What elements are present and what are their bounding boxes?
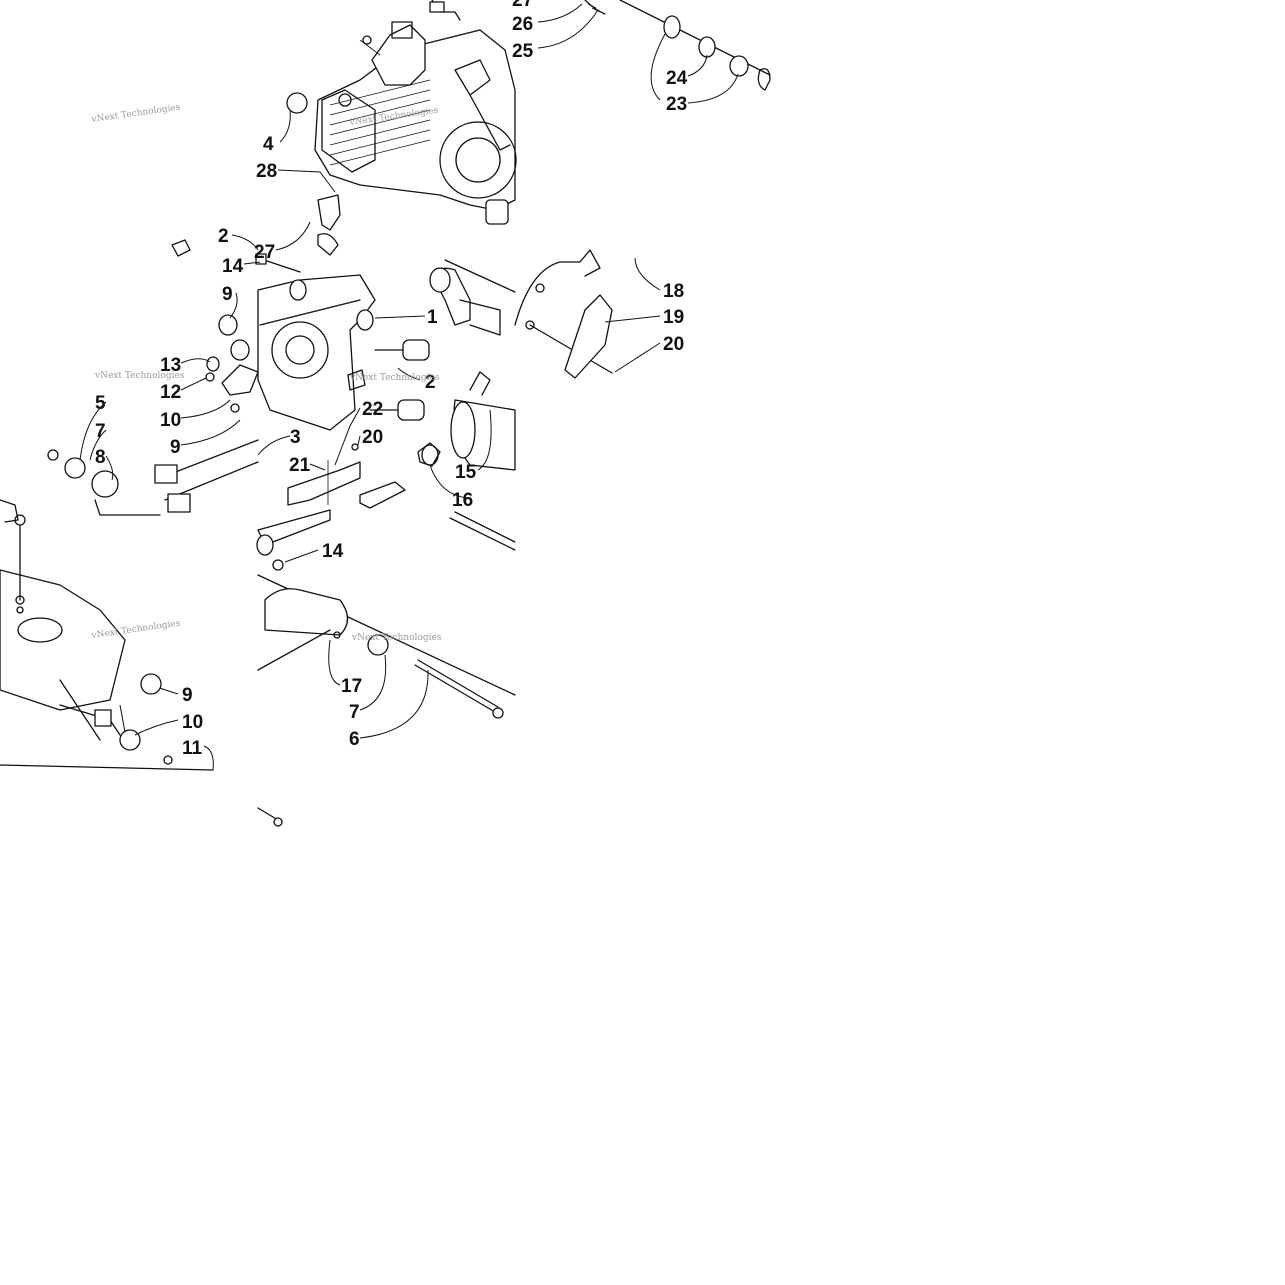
callout-3: 3 (290, 427, 301, 448)
callout-2-lower: 2 (425, 372, 436, 393)
callout-18: 18 (663, 281, 684, 302)
callout-12: 12 (160, 382, 181, 403)
callout-10-lower: 10 (182, 712, 203, 733)
callout-14-lower: 14 (322, 541, 344, 562)
callout-7-lower: 7 (349, 702, 360, 723)
callout-7-left: 7 (95, 421, 106, 442)
heat-shield-icon (287, 443, 406, 509)
callout-9-mid: 9 (170, 437, 181, 458)
bolt-assembly-icon (256, 509, 516, 827)
watermark: vNext Technologies (351, 633, 442, 643)
engine-icon (286, 21, 517, 256)
callout-20-center: 20 (362, 427, 383, 448)
callout-16: 16 (452, 490, 473, 511)
callout-11: 11 (182, 738, 203, 759)
callout-1: 1 (427, 307, 438, 328)
callout-numbers: 27 26 25 24 23 4 28 2 27 14 9 1 18 19 20… (95, 0, 688, 759)
callout-9-lower: 9 (182, 685, 193, 706)
callout-23: 23 (666, 94, 687, 115)
callout-15: 15 (455, 462, 477, 483)
mount-plate-icon (205, 274, 430, 431)
callout-25: 25 (512, 41, 534, 62)
watermark: vNext Technologies (94, 371, 185, 381)
callout-13: 13 (160, 355, 181, 376)
callout-14-upper: 14 (222, 256, 244, 277)
callout-10-upper: 10 (160, 410, 181, 431)
callout-27-mid: 27 (254, 242, 275, 263)
mount-bolt-icon (171, 239, 301, 273)
callout-6: 6 (349, 729, 360, 750)
watermark: vNext Technologies (349, 373, 440, 383)
callout-26: 26 (512, 14, 533, 35)
callout-22: 22 (362, 399, 383, 420)
callout-2-upper: 2 (218, 226, 229, 247)
callout-27-top: 27 (512, 0, 533, 11)
callout-8: 8 (95, 447, 106, 468)
callout-4: 4 (263, 134, 274, 155)
callout-20-right: 20 (663, 334, 684, 355)
callout-21: 21 (289, 455, 311, 476)
callout-19: 19 (663, 307, 684, 328)
leader-lines (79, 3, 739, 771)
exhaust-pipe-icon (429, 249, 613, 379)
muffler-icon (417, 371, 516, 551)
callout-24: 24 (666, 68, 688, 89)
callout-5: 5 (95, 393, 106, 414)
frame-icon (0, 439, 259, 771)
callout-17: 17 (341, 676, 362, 697)
watermark: vNext Technologies (90, 103, 181, 126)
callout-28: 28 (256, 161, 277, 182)
callout-9-upper: 9 (222, 284, 233, 305)
